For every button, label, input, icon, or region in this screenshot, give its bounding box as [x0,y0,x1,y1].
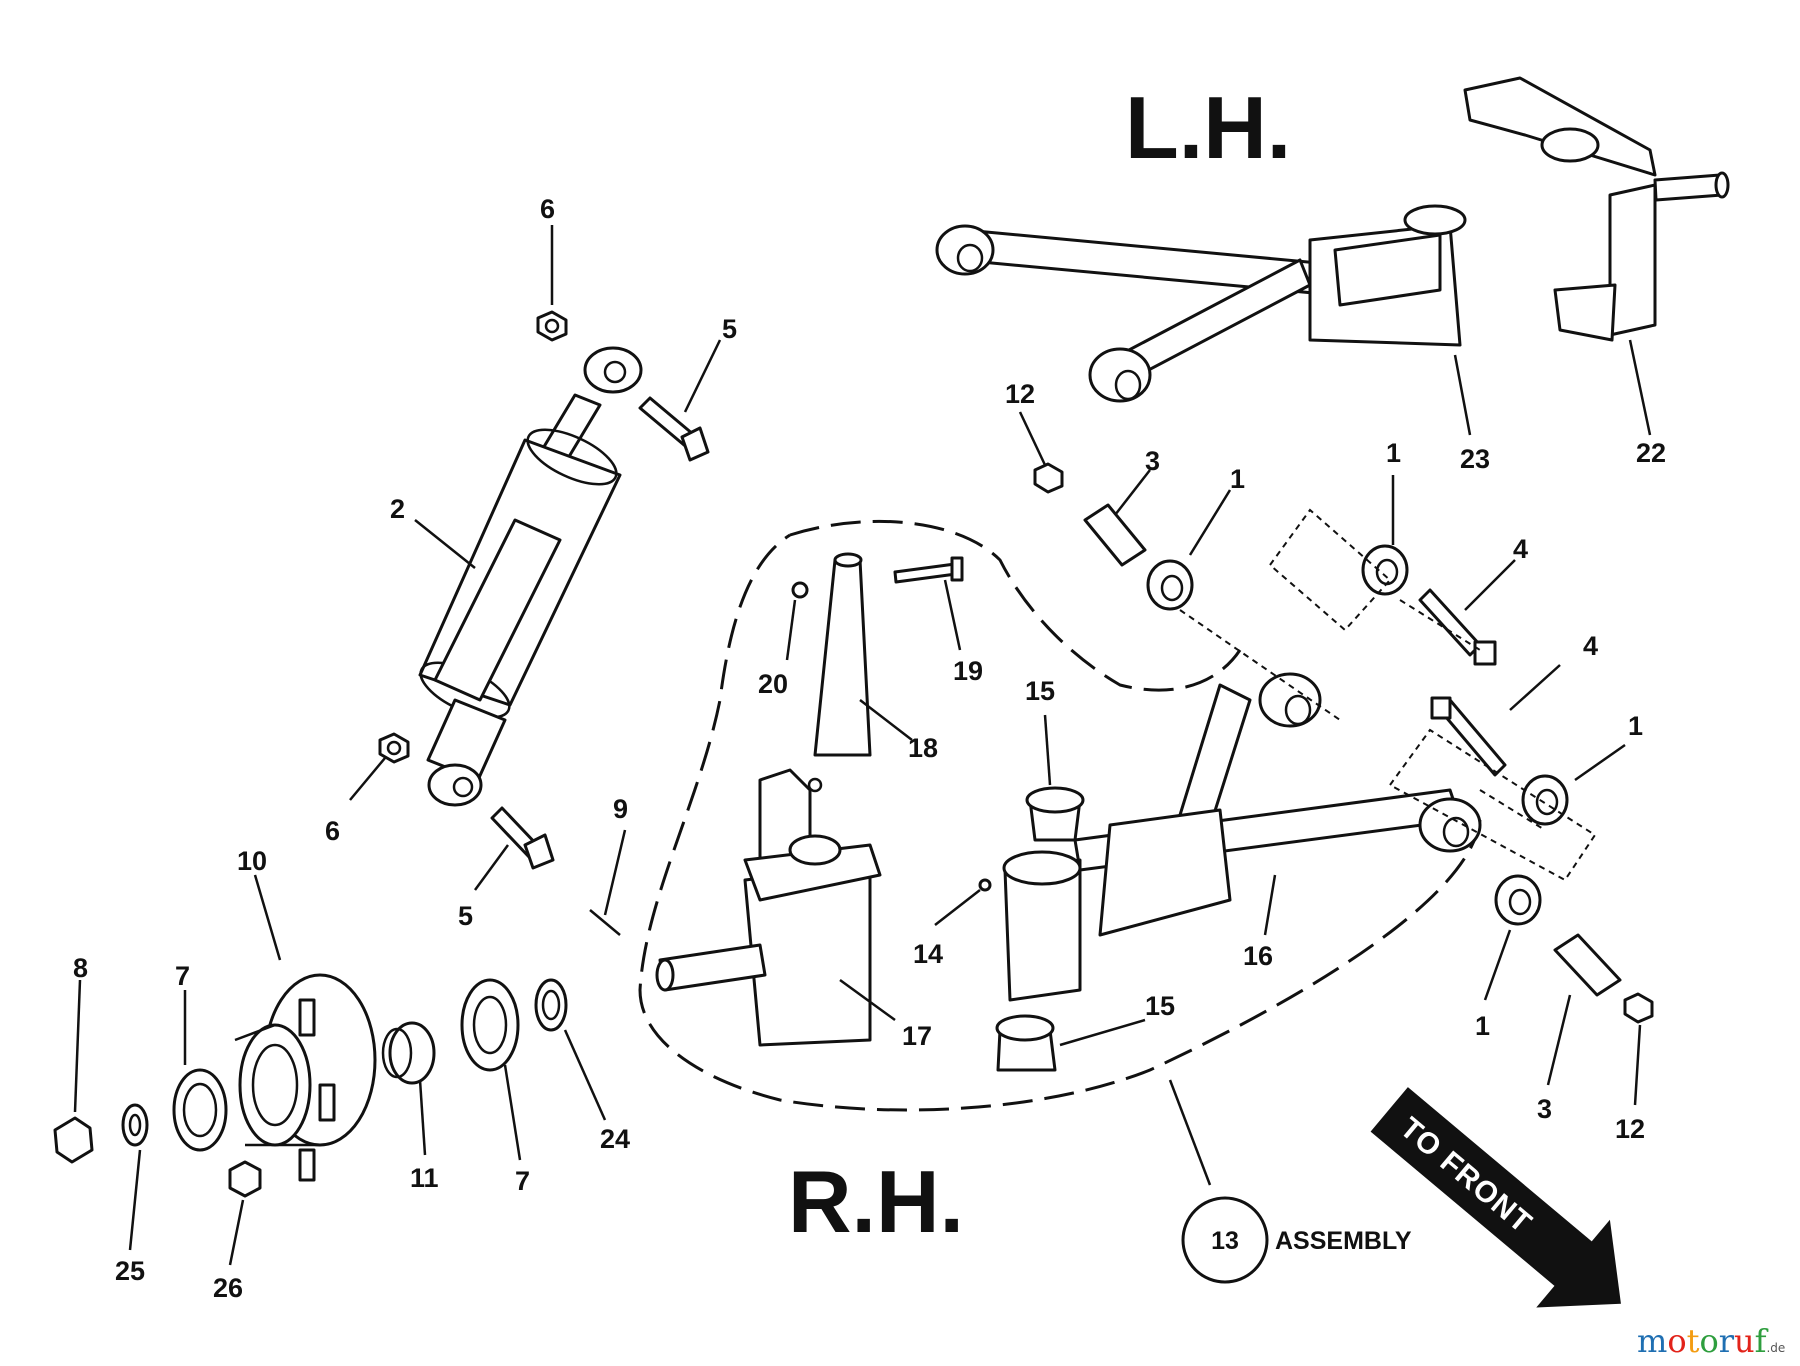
assembly-number: 13 [1211,1227,1239,1255]
callout-6: 6 [540,194,555,224]
callout-17: 17 [902,1021,932,1051]
wm-letter: o [1699,1322,1718,1360]
wm-letter: m [1637,1322,1667,1360]
wm-letter: f [1755,1322,1769,1360]
callout-12: 12 [1615,1114,1645,1144]
wm-letter: o [1667,1322,1686,1360]
callout-23: 23 [1460,444,1490,474]
alignment-line-c [1479,789,1546,831]
bushing-15-lower [995,1014,1057,1072]
callout-6: 6 [325,816,340,846]
nut-6-lower [378,732,410,764]
bolt-5-upper [638,396,710,462]
wm-letter: u [1734,1322,1755,1360]
callout-8: 8 [73,953,88,983]
callout-15: 15 [1145,991,1175,1021]
grease-fitting-14 [978,878,992,892]
bushing-1-b [1361,544,1409,596]
bushing-1-a [1146,559,1194,611]
alignment-line-b [1399,599,1481,651]
callout-7: 7 [515,1166,530,1196]
rh-heading: R.H. [788,1152,964,1251]
alignment-frame-upper [1268,508,1392,632]
alignment-frame-lower [1388,728,1597,882]
spacer-3-upper [1083,503,1147,567]
leader-lines [73,225,1652,1266]
watermark-logo: motoruf.de [1637,1322,1785,1360]
callout-15: 15 [1025,676,1055,706]
bolt-4-lower [1430,696,1507,777]
bolt-19 [893,556,964,584]
bolt-4-upper [1418,588,1497,666]
callout-3: 3 [1145,446,1160,476]
callout-11: 11 [410,1163,439,1193]
callout-4: 4 [1583,631,1598,661]
callout-22: 22 [1636,438,1666,468]
spacer-3-lower [1553,933,1622,997]
control-arm-23 [935,204,1467,403]
nut-12-upper [1033,462,1064,494]
wm-letter: r [1719,1322,1735,1360]
callout-1: 1 [1230,464,1245,494]
bushing-15-upper [1025,786,1085,842]
bushing-1-d [1494,874,1542,926]
callout-14: 14 [913,939,943,969]
callout-26: 26 [213,1273,243,1303]
washer-25 [121,1103,149,1147]
callout-4: 4 [1513,534,1528,564]
callout-3: 3 [1537,1094,1552,1124]
assembly-text: ASSEMBLY [1275,1227,1412,1255]
callout-16: 16 [1243,941,1273,971]
lug-nut-26 [228,1160,262,1198]
bushing-1-c [1521,774,1569,826]
callout-12: 12 [1005,379,1035,409]
callout-10: 10 [237,846,267,876]
callout-20: 20 [758,669,788,699]
castle-nut-8 [53,1116,94,1164]
callout-9: 9 [613,794,628,824]
watermark-text: motoruf.de [1637,1322,1785,1360]
spindle-17 [655,768,882,1047]
assembly-13-label: 13 ASSEMBLY [1181,1196,1412,1284]
callout-numbers: 6 5 2 6 5 10 8 7 25 26 11 7 24 9 20 19 1… [73,194,1666,1303]
callout-2: 2 [390,494,405,524]
callout-7: 7 [175,961,190,991]
bearing-7-outer [172,1068,228,1152]
hub-10 [234,973,377,1182]
bearing-7-inner [460,978,520,1072]
cotter-pin-9 [589,909,621,936]
lh-heading: L.H. [1125,78,1291,177]
callout-5: 5 [722,314,737,344]
spacer-11 [381,1021,436,1085]
wm-suffix: .de [1766,1341,1785,1355]
bolt-5-lower [490,806,555,870]
callout-1: 1 [1628,711,1643,741]
callout-19: 19 [953,656,983,686]
callout-1: 1 [1386,438,1401,468]
shock-absorber [418,346,643,807]
callout-18: 18 [908,733,938,763]
to-front-text: TO FRONT [1394,1111,1538,1240]
assembly-13-outline [638,519,1482,1112]
nut-6-upper [536,310,568,342]
callout-25: 25 [115,1256,145,1286]
washer-24 [534,978,568,1032]
spindle-22 [1463,76,1730,342]
callout-1: 1 [1475,1011,1490,1041]
nut-20 [791,581,809,599]
nut-12-lower [1623,992,1654,1024]
wm-letter: t [1687,1322,1700,1360]
arrow-shape [1370,1087,1621,1308]
assembly-circle [1181,1196,1269,1284]
control-arm-16 [1002,672,1482,1002]
callout-24: 24 [600,1124,630,1154]
to-front-arrow: TO FRONT [1370,1087,1621,1308]
pin-18 [813,552,872,757]
callout-5: 5 [458,901,473,931]
